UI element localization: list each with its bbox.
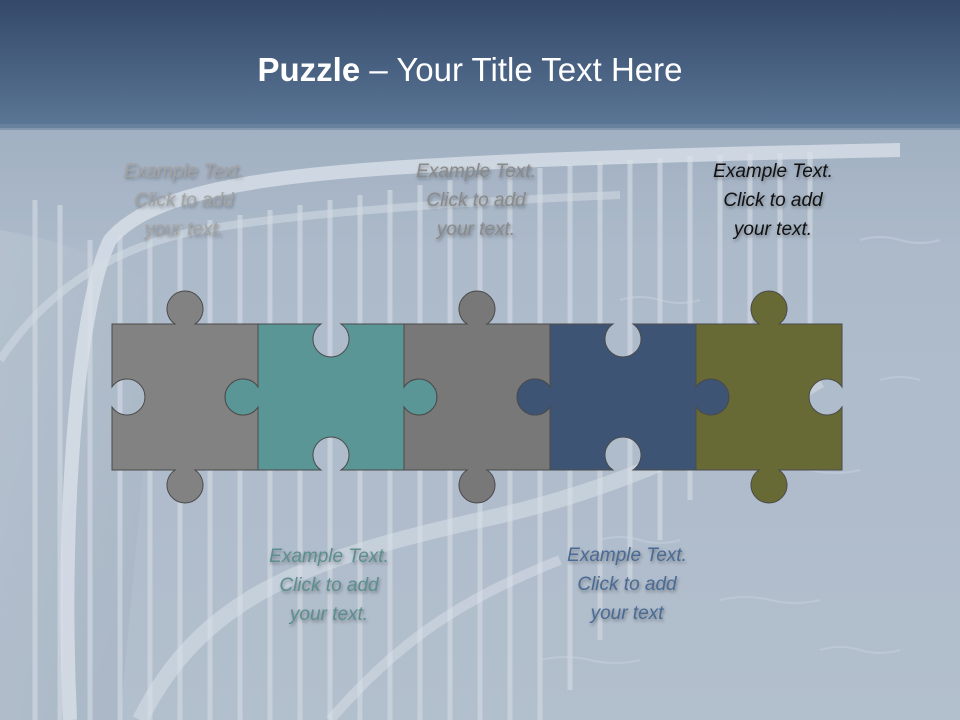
note-line: your text. <box>733 219 813 240</box>
slide-title[interactable]: Puzzle – Your Title Text Here <box>0 50 940 90</box>
note-bottom-2[interactable]: Example Text. Click to add your text <box>527 541 727 628</box>
note-top-1[interactable]: Example Text. Click to add your text. <box>84 157 284 244</box>
title-bold: Puzzle <box>257 51 361 88</box>
note-line: Example Text. <box>416 161 536 182</box>
note-line: your text. <box>289 604 369 625</box>
note-line: Click to add <box>279 575 379 596</box>
note-line: Example Text. <box>713 161 833 182</box>
note-line: Click to add <box>134 190 234 211</box>
title-rest: – Your Title Text Here <box>360 51 683 88</box>
note-line: Example Text. <box>124 161 244 182</box>
note-top-2[interactable]: Example Text. Click to add your text. <box>376 157 576 244</box>
puzzle-piece-5[interactable] <box>695 290 843 504</box>
note-line: Click to add <box>426 190 526 211</box>
note-line: Click to add <box>723 190 823 211</box>
note-line: Click to add <box>577 574 677 595</box>
note-top-3[interactable]: Example Text. Click to add your text. <box>673 157 873 244</box>
note-line: your text <box>590 603 664 624</box>
note-line: your text. <box>144 219 224 240</box>
note-line: your text. <box>436 219 516 240</box>
note-line: Example Text. <box>269 546 389 567</box>
note-line: Example Text. <box>567 545 687 566</box>
note-bottom-1[interactable]: Example Text. Click to add your text. <box>229 542 429 629</box>
